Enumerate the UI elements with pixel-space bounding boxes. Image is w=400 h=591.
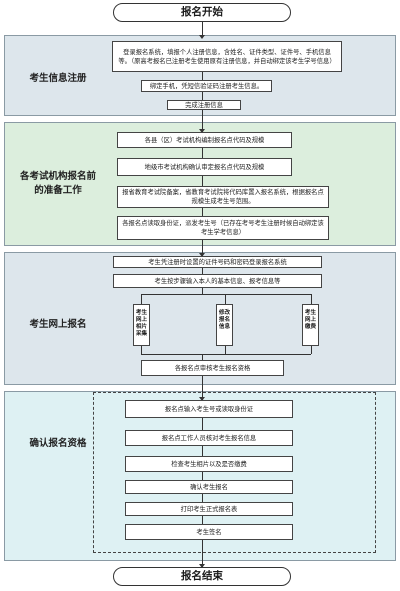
box-complete-register: 完成注册信息 [167, 100, 241, 110]
box-bind-phone: 绑定手机，凭短信验证码注册考生信息。 [141, 80, 272, 92]
confirmation-dashed-frame [93, 392, 376, 553]
connector [141, 354, 311, 355]
arrow-head [199, 129, 205, 133]
box-modify-info: 修改报名信息 [216, 304, 233, 346]
box-login-id: 考生凭注册时设置的证件号码和密码登录报名系统 [113, 256, 322, 268]
connector [202, 472, 203, 480]
end-terminal: 报名结束 [113, 567, 291, 586]
box-fill-info: 考生按步骤输入本人的基本信息、报考信息等 [113, 274, 322, 288]
section-label-confirm: 确认报名资格 [29, 438, 87, 449]
connector [202, 268, 203, 274]
connector [202, 418, 203, 430]
connector [311, 294, 312, 304]
connector [202, 176, 203, 186]
box-sign: 考生签名 [125, 524, 293, 540]
box-review: 各报名点审核考生报名资格 [141, 360, 284, 376]
connector [141, 346, 142, 354]
box-confirm: 确认考生报名 [125, 480, 293, 494]
connector [202, 148, 203, 158]
box-check-photo: 检查考生相片以及是否缴费 [125, 456, 293, 472]
arrow-head [199, 564, 205, 568]
connector [202, 22, 203, 36]
section-label-registration: 考生信息注册 [29, 73, 87, 84]
box-pay-fee: 考生网上缴费 [302, 304, 319, 346]
connector [202, 540, 203, 567]
section-label-preparation: 各考试机构报名前的准备工作 [19, 171, 96, 196]
start-terminal: 报名开始 [113, 3, 291, 22]
arrow-head [199, 397, 205, 401]
connector [225, 294, 226, 304]
box-print-form: 打印考生正式报名表 [125, 502, 293, 516]
box-verify-info: 报名点工作人员核对考生报名信息 [125, 430, 293, 446]
arrow-head [199, 35, 205, 39]
box-district-code: 各县（区）考试机构编制报名点代码及规模 [117, 132, 292, 148]
connector [202, 288, 203, 294]
box-province-import: 报省教育考试院备案，省教育考试院将代码库置入报名系统，根据报名点规模生成考生号范… [117, 186, 329, 208]
connector [202, 240, 203, 256]
box-register-login: 登录报名系统，填报个人注册信息，含姓名、证件类型、证件号、手机信息等。（原高考报… [112, 41, 342, 72]
connector [141, 294, 142, 304]
box-city-approve: 地级市考试机构确认审定报名点代码及规模 [117, 158, 292, 176]
connector [202, 92, 203, 100]
connector [202, 516, 203, 524]
section-label-online: 考生网上报名 [29, 319, 87, 330]
arrow-head [199, 253, 205, 257]
connector [202, 72, 203, 80]
connector [202, 494, 203, 502]
connector [141, 294, 311, 295]
box-upload-photo: 考生网上相片采集 [133, 304, 150, 346]
box-input-number: 报名点输入考生号或读取身份证 [125, 400, 293, 418]
connector [202, 376, 203, 400]
connector [202, 208, 203, 216]
box-issue-number: 各报名点读取身份证，派发考生号（已存在考号考生注册时候自动绑定该考生学考信息） [117, 216, 329, 240]
connector [311, 346, 312, 354]
connector [225, 346, 226, 354]
connector [202, 354, 203, 360]
connector [202, 446, 203, 456]
connector [202, 110, 203, 132]
